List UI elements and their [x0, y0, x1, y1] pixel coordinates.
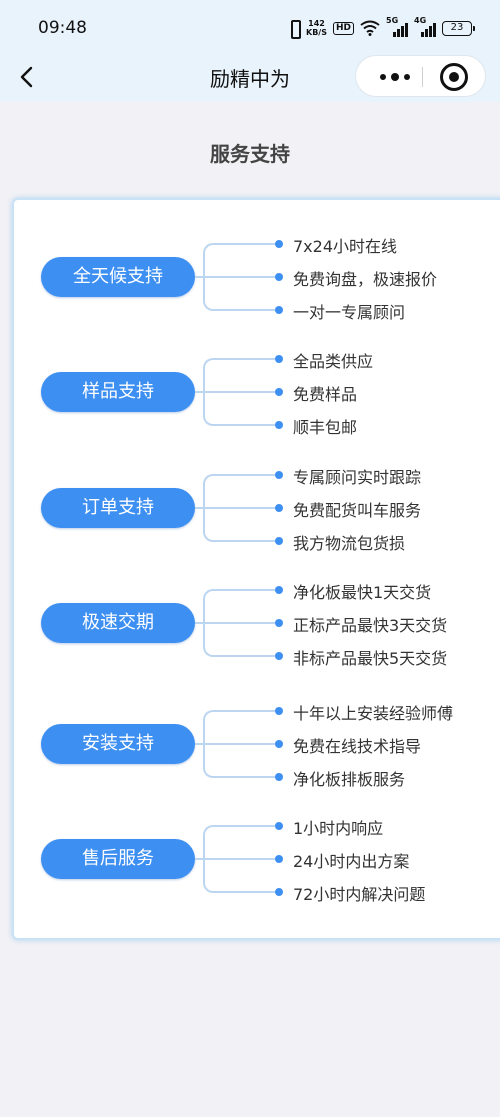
service-group-installation: 安装支持 十年以上安装经验师傅 免费在线技术指导 净化板排板服务	[14, 694, 500, 794]
service-group-after-sales: 售后服务 1小时内响应 24小时内出方案 72小时内解决问题	[14, 809, 500, 909]
service-item-text: 正标产品最快3天交货	[293, 616, 448, 635]
service-item-text: 十年以上安装经验师傅	[293, 704, 454, 723]
connector-line	[203, 507, 275, 509]
signal-icon-sim1: 5G	[386, 16, 408, 37]
bullet-dot	[275, 619, 283, 627]
bullet-dot	[275, 707, 283, 715]
service-item-text: 顺丰包邮	[293, 418, 358, 437]
wifi-icon	[360, 20, 380, 36]
network-speed-value: 142	[308, 19, 325, 28]
group-label-pill: 极速交期	[41, 603, 195, 643]
bullet-dot	[275, 471, 283, 479]
service-group-orders: 订单支持 专属顾问实时跟踪 免费配货叫车服务 我方物流包货损	[14, 458, 500, 558]
network-speed-unit: KB/S	[306, 28, 327, 37]
service-item-text: 72小时内解决问题	[293, 885, 426, 904]
bullet-dot	[275, 388, 283, 396]
group-label-pill: 全天候支持	[41, 257, 195, 297]
service-item-text: 免费在线技术指导	[293, 737, 422, 756]
battery-icon: 23	[442, 20, 475, 36]
back-icon[interactable]	[14, 62, 40, 92]
service-group-fast-delivery: 极速交期 净化板最快1天交货 正标产品最快3天交货 非标产品最快5天交货	[14, 573, 500, 673]
service-item-text: 全品类供应	[293, 352, 374, 371]
connector-line	[195, 622, 203, 624]
network-speed: 142 KB/S	[306, 19, 327, 37]
group-label-pill: 样品支持	[41, 372, 195, 412]
bullet-dot	[275, 504, 283, 512]
bullet-dot	[275, 773, 283, 781]
bullet-dot	[275, 306, 283, 314]
status-bar: 09:48 142 KB/S HD 5G 4G 23	[0, 0, 500, 52]
navigation-bar: 励精中为	[0, 52, 500, 102]
service-item-text: 免费样品	[293, 385, 358, 404]
mini-program-capsule	[355, 55, 486, 97]
capsule-divider	[422, 67, 423, 87]
service-item-text: 一对一专属顾问	[293, 303, 406, 322]
service-item-text: 我方物流包货损	[293, 534, 406, 553]
bullet-dot	[275, 740, 283, 748]
connector-line	[195, 276, 203, 278]
status-time: 09:48	[38, 18, 87, 38]
connector-line	[203, 276, 275, 278]
connector-line	[195, 858, 203, 860]
service-item-text: 非标产品最快5天交货	[293, 649, 448, 668]
connector-line	[195, 391, 203, 393]
close-icon[interactable]	[440, 63, 468, 91]
signal-icon-sim2: 4G	[414, 16, 436, 37]
sim2-label: 4G	[414, 16, 427, 25]
more-icon[interactable]	[366, 56, 422, 96]
service-item-text: 24小时内出方案	[293, 852, 410, 871]
service-group-all-day: 全天候支持 7x24小时在线 免费询盘，极速报价 一对一专属顾问	[14, 227, 500, 327]
bullet-dot	[275, 652, 283, 660]
service-item-text: 7x24小时在线	[293, 237, 398, 256]
bullet-dot	[275, 273, 283, 281]
group-label-pill: 安装支持	[41, 724, 195, 764]
group-label-pill: 售后服务	[41, 839, 195, 879]
service-mindmap-card: 全天候支持 7x24小时在线 免费询盘，极速报价 一对一专属顾问 样品支持 全品…	[12, 198, 500, 940]
service-item-text: 净化板排板服务	[293, 770, 406, 789]
service-item-text: 净化板最快1天交货	[293, 583, 432, 602]
service-group-samples: 样品支持 全品类供应 免费样品 顺丰包邮	[14, 342, 500, 442]
vibrate-icon	[288, 19, 301, 39]
connector-line	[203, 391, 275, 393]
bullet-dot	[275, 822, 283, 830]
bullet-dot	[275, 537, 283, 545]
connector-line	[203, 858, 275, 860]
group-label-pill: 订单支持	[41, 488, 195, 528]
page-title: 励精中为	[210, 67, 290, 91]
status-icons: 142 KB/S HD 5G 4G 23	[288, 16, 475, 39]
bullet-dot	[275, 888, 283, 896]
service-item-text: 专属顾问实时跟踪	[293, 468, 422, 487]
service-item-text: 免费配货叫车服务	[293, 501, 422, 520]
bullet-dot	[275, 355, 283, 363]
service-item-text: 1小时内响应	[293, 819, 384, 838]
bullet-dot	[275, 240, 283, 248]
connector-line	[203, 743, 275, 745]
section-title: 服务支持	[210, 142, 290, 166]
connector-line	[195, 507, 203, 509]
bullet-dot	[275, 586, 283, 594]
connector-line	[195, 743, 203, 745]
bullet-dot	[275, 855, 283, 863]
sim1-label: 5G	[386, 16, 399, 25]
hd-badge: HD	[332, 21, 354, 35]
service-item-text: 免费询盘，极速报价	[293, 270, 438, 289]
connector-line	[203, 622, 275, 624]
bullet-dot	[275, 421, 283, 429]
